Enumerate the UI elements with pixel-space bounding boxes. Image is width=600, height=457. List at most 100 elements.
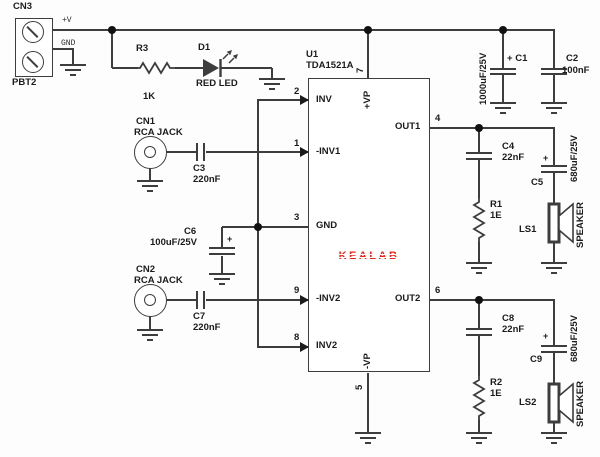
capacitor-plate <box>466 328 492 331</box>
pin-label: INV2 <box>316 340 338 351</box>
r1-ref: R1 <box>490 199 503 210</box>
capacitor-plate <box>490 68 516 71</box>
c3-value: 220nF <box>193 174 221 185</box>
c7-value: 220nF <box>193 322 221 333</box>
c5-polarity: + <box>543 153 549 163</box>
c7-ref: C7 <box>193 311 206 322</box>
rca-jack-pin <box>144 146 156 158</box>
ground-symbol <box>209 273 235 285</box>
pin-label: OUT2 <box>395 293 421 304</box>
c5-ref: C5 <box>531 177 544 188</box>
wire <box>502 31 504 68</box>
screw-slot <box>26 55 39 68</box>
junction-dot <box>475 124 483 132</box>
wire <box>553 353 555 383</box>
d1-value: RED LED <box>196 78 238 89</box>
c4-value: 22nF <box>502 152 525 163</box>
capacitor-plate <box>541 171 567 174</box>
wire <box>222 226 258 228</box>
ground-symbol <box>490 102 516 114</box>
wire <box>478 242 480 263</box>
pin-number: 8 <box>294 332 300 343</box>
wire <box>221 256 223 274</box>
wire <box>478 336 480 376</box>
cn3-part: PBT2 <box>12 77 37 88</box>
wire <box>553 75 555 103</box>
c2-value: 100nF <box>562 65 590 76</box>
wire <box>53 29 555 31</box>
r3-value: 1K <box>143 91 156 102</box>
c8-value: 22nF <box>502 324 525 335</box>
pin-number: 7 <box>355 67 366 73</box>
ls1-ref: LS1 <box>519 224 537 235</box>
led-symbol <box>203 50 238 77</box>
gnd-net-label: GND <box>61 39 76 48</box>
c1-polarity: + <box>507 53 513 64</box>
c9-value: 680uF/25V <box>569 315 580 362</box>
wire <box>221 67 272 69</box>
capacitor-plate <box>466 152 492 155</box>
capacitor-plate <box>203 291 206 309</box>
pin-label: +VP <box>362 90 373 109</box>
cn3-ref: CN3 <box>13 1 33 12</box>
ls1-type: SPEAKER <box>575 202 586 248</box>
capacitor-plate <box>541 73 567 76</box>
screw-terminal-icon <box>22 21 44 43</box>
wire <box>72 49 74 65</box>
plus-v-net-label: +V <box>62 16 72 25</box>
junction-dot <box>499 26 507 34</box>
wire <box>553 301 555 345</box>
c9-ref: C9 <box>530 354 543 365</box>
wire <box>430 127 555 129</box>
pin-number: 2 <box>294 86 300 97</box>
wire <box>206 151 308 153</box>
ground-symbol <box>541 102 567 114</box>
u1-part: TDA1521A <box>306 60 354 71</box>
capacitor-plate <box>466 334 492 337</box>
capacitor-plate <box>196 143 199 161</box>
ic-body <box>308 78 430 372</box>
d1-ref: D1 <box>198 42 211 53</box>
resistor-symbol <box>472 198 486 242</box>
pin-arrow <box>300 95 309 105</box>
cn2-ref: CN2 <box>136 264 156 275</box>
wire <box>478 301 480 328</box>
junction-dot <box>475 296 483 304</box>
capacitor-plate <box>541 68 567 71</box>
c8-ref: C8 <box>502 313 515 324</box>
ground-symbol <box>355 432 381 444</box>
ground-symbol <box>466 432 492 444</box>
capacitor-plate <box>466 158 492 161</box>
c2-ref: C2 <box>566 53 579 64</box>
wire <box>478 160 480 198</box>
wire <box>258 346 308 348</box>
capacitor-plate <box>541 165 567 168</box>
ground-symbol <box>137 329 163 341</box>
wire <box>149 168 151 182</box>
capacitor-plate <box>209 247 235 250</box>
pin-label: GND <box>316 220 338 231</box>
brand-logo-text: KEALAB <box>338 250 400 262</box>
wire <box>258 226 308 228</box>
pin-number: 5 <box>354 384 365 390</box>
logo-stripe <box>324 253 414 255</box>
ls2-type: SPEAKER <box>575 381 586 427</box>
pin-number: 1 <box>294 138 300 149</box>
wire <box>502 75 504 103</box>
ground-symbol <box>137 180 163 192</box>
c6-value: 100uF/25V <box>150 237 197 248</box>
logo-stripe <box>324 257 414 259</box>
capacitor-plate <box>196 291 199 309</box>
cn1-type: RCA JACK <box>134 127 183 138</box>
wire <box>112 67 138 69</box>
wire <box>175 67 203 69</box>
junction-dot <box>254 223 262 231</box>
wire <box>149 316 151 330</box>
pin-label: -INV2 <box>316 293 341 304</box>
c4-ref: C4 <box>502 141 515 152</box>
r1-value: 1E <box>490 210 502 221</box>
ground-symbol <box>466 262 492 274</box>
ground-symbol <box>541 262 567 274</box>
r2-ref: R2 <box>490 377 503 388</box>
screw-slot <box>26 25 39 38</box>
